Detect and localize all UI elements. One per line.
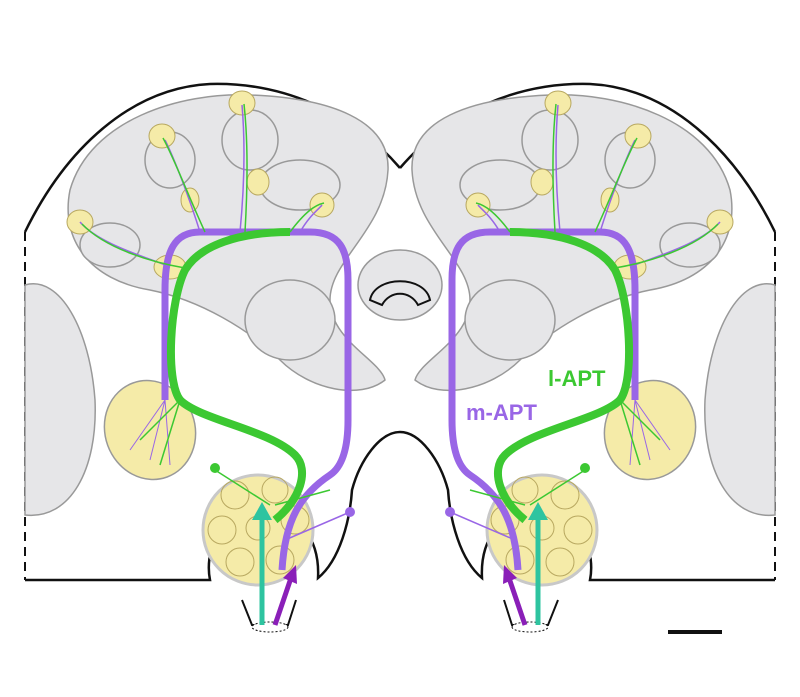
m-apt-label: m-APT bbox=[466, 400, 537, 425]
right-hemisphere bbox=[400, 84, 775, 632]
left-hemisphere bbox=[25, 84, 400, 632]
central-complex bbox=[368, 280, 432, 307]
l-apt-label: l-APT bbox=[548, 366, 606, 391]
